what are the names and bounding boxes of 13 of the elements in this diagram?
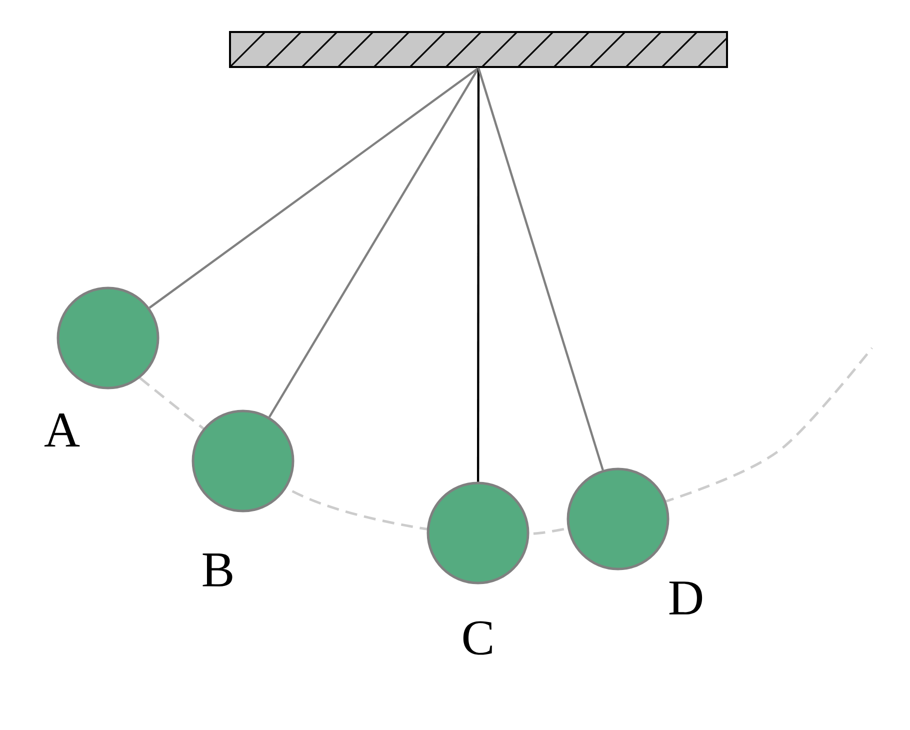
pendulum-ball: [426, 482, 530, 584]
pendulum-string: [148, 67, 480, 309]
ball-label: B: [202, 554, 232, 586]
pendulum-string: [477, 68, 604, 470]
pendulum-ball: [192, 410, 294, 512]
pendulum-string: [476, 68, 480, 482]
ball-label: D: [669, 582, 702, 614]
pendulum-ball: [56, 286, 160, 390]
ball-label: C: [463, 621, 492, 655]
pendulum-string: [268, 67, 480, 418]
ceiling-bar: [229, 31, 728, 68]
ball-label: A: [44, 413, 80, 446]
pendulum-ball: [566, 468, 670, 570]
